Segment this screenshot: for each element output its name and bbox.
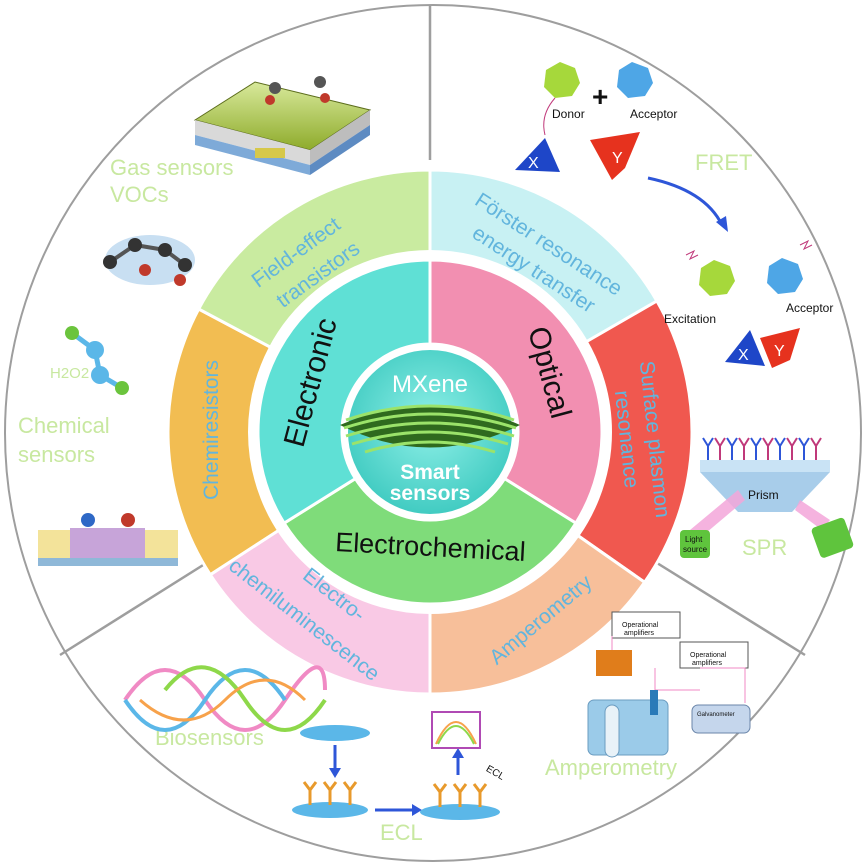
dna-helix-icon <box>123 665 327 732</box>
spr-receptor <box>810 437 822 460</box>
inner-white-ring <box>248 250 612 614</box>
battery-icon <box>596 650 632 676</box>
fret-acceptor2-label: Acceptor <box>786 301 833 315</box>
spr-light-source-line1: Light <box>685 535 703 544</box>
acceptor-icon-bound <box>767 258 803 294</box>
h2o2-molecule-icon <box>65 326 129 395</box>
voc-molecule-icon <box>103 235 195 286</box>
app-ecl: ECL <box>380 820 423 845</box>
op-amp-line1-b: Operational <box>690 652 727 659</box>
fret-scheme: + Donor Acceptor X Y Excitation Acceptor… <box>515 62 833 368</box>
fret-y-label: Y <box>612 150 623 167</box>
app-amperometry: Amperometry <box>545 755 677 780</box>
fet-device-icon <box>193 76 372 175</box>
center-title: MXene <box>392 371 468 398</box>
spr-light-source-line2: source <box>683 545 708 554</box>
fret-donor-label: Donor <box>552 107 585 121</box>
technique-chemiresistors: Chemiresistors <box>200 360 223 500</box>
center-subtitle-1: Smart <box>400 461 460 484</box>
galvanometer-label: Galvanometer <box>697 712 735 718</box>
op-amp-line1-a: Operational <box>622 622 659 629</box>
spr-receptor <box>774 437 786 460</box>
app-fret: FRET <box>695 150 752 175</box>
category-ring <box>256 258 604 606</box>
y-receptor-icon <box>590 132 640 180</box>
spr-receptor <box>714 437 726 460</box>
app-gas-line1: Gas sensors <box>110 155 234 180</box>
amperometry-scheme: Operational amplifiers Operational ampli… <box>587 611 751 758</box>
fret-y2-label: Y <box>774 343 785 360</box>
app-spr: SPR <box>742 535 787 560</box>
op-amp-line2-b: amplifiers <box>692 660 722 667</box>
donor-icon <box>544 62 580 98</box>
spr-prism-label: Prism <box>748 488 779 502</box>
spr-receptor <box>798 437 810 460</box>
spr-receptor <box>702 437 714 460</box>
spr-receptor <box>738 437 750 460</box>
spr-receptor <box>786 437 798 460</box>
fret-x2-label: X <box>738 347 749 364</box>
fret-x-label: X <box>528 155 539 172</box>
light-source-icon <box>680 530 710 558</box>
app-h2o2: H2O2 <box>50 365 89 382</box>
fret-excitation-label: Excitation <box>664 312 716 326</box>
app-gas-line2: VOCs <box>110 182 169 207</box>
spr-receptor <box>750 437 762 460</box>
spr-receptor <box>762 437 774 460</box>
mxene-lattice-icon <box>340 404 520 454</box>
fret-acceptor-label: Acceptor <box>630 107 677 121</box>
donor-icon-bound <box>699 260 735 296</box>
center-subtitle-2: sensors <box>390 482 471 505</box>
app-chem-line2: sensors <box>18 442 95 467</box>
spr-receptor <box>726 437 738 460</box>
op-amp-line2-a: amplifiers <box>624 630 654 637</box>
fret-arrow <box>647 176 724 226</box>
ecl-scheme: ECL <box>292 711 507 820</box>
acceptor-icon <box>617 62 653 98</box>
x-receptor-icon <box>515 138 560 172</box>
spr-scheme: Prism Light source <box>680 437 854 558</box>
detector-icon <box>811 517 854 558</box>
galvanometer-icon <box>691 704 751 734</box>
fret-plus: + <box>592 81 608 112</box>
fret-arrow-head <box>716 216 728 232</box>
app-chem-line1: Chemical <box>18 413 110 438</box>
chemiresistor-device-icon <box>38 513 178 566</box>
